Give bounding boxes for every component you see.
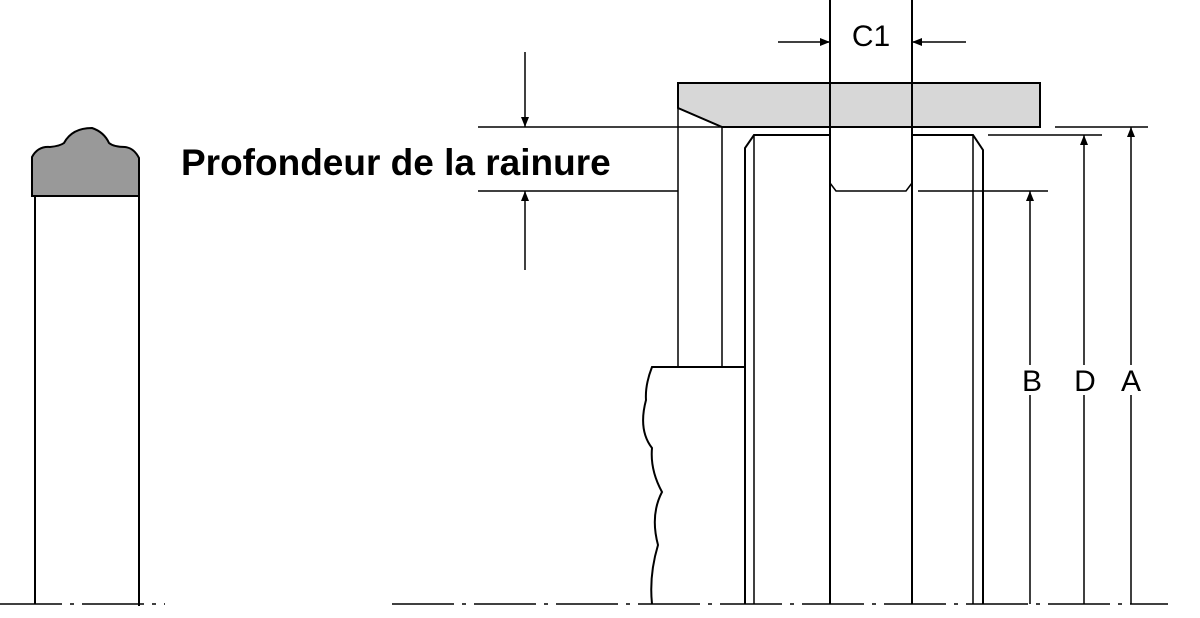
c1-label: C1 [852, 20, 890, 53]
d-label: D [1074, 365, 1096, 398]
broken-wall [642, 366, 745, 605]
cylinder-section [392, 0, 1168, 605]
piston-profile [0, 126, 165, 606]
b-label: B [1022, 365, 1042, 398]
ring-cross-section [31, 126, 140, 197]
cylinder-head-plate [677, 82, 1041, 128]
groove-depth-title: Profondeur de la rainure [181, 142, 611, 183]
a-label: A [1121, 365, 1141, 398]
